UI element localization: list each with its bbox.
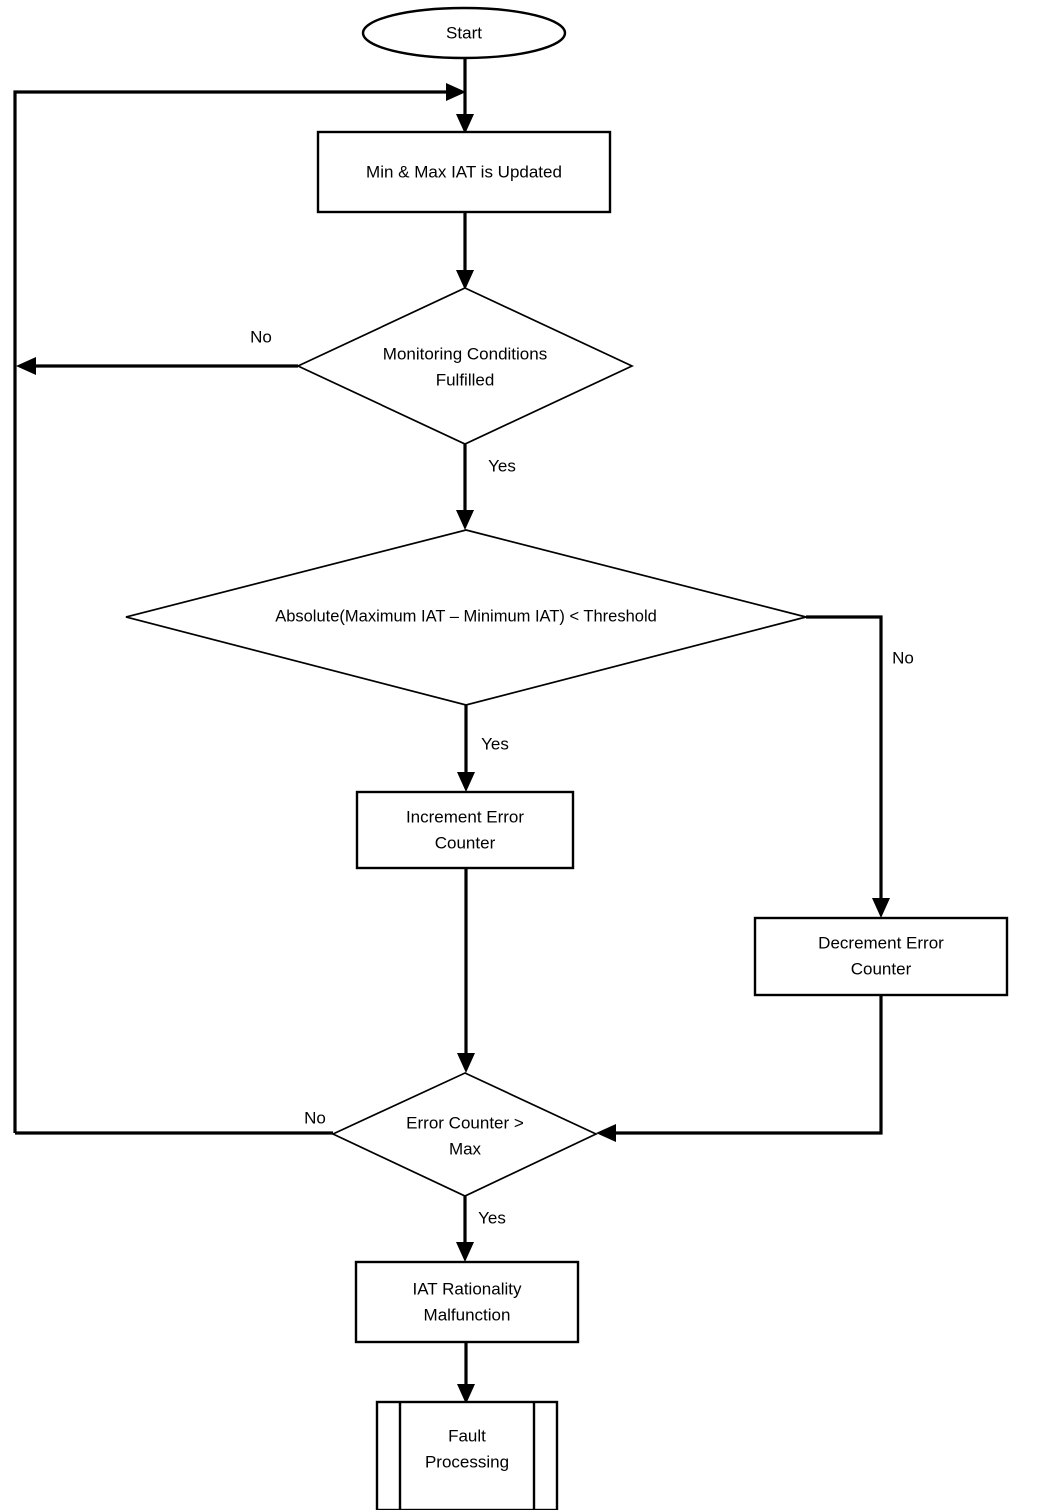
edge-label-monitoring-yes: Yes (488, 456, 516, 475)
edge-label-monitoring-no: No (250, 327, 272, 346)
edge-decrement-to-errorcounter (608, 995, 883, 1135)
node-iat-malfunction[interactable]: IAT Rationality Malfunction (354, 1260, 580, 1344)
decrement-counter-shape[interactable] (753, 916, 1009, 997)
arrowhead-into-errorcounter-right (596, 1124, 616, 1142)
node-decrement-counter[interactable]: Decrement Error Counter (753, 916, 1009, 997)
increment-counter-shape[interactable] (355, 790, 575, 870)
arrowhead-into-decrement (872, 898, 890, 918)
arrowhead-into-monitoring (456, 270, 474, 290)
node-error-counter-max[interactable]: Error Counter > Max (330, 1072, 599, 1197)
edge-loopback-rail (13, 90, 458, 1133)
edge-label-counter-yes: Yes (478, 1208, 506, 1227)
error-counter-max-label-line2: Max (449, 1139, 482, 1158)
iat-malfunction-shape[interactable] (354, 1260, 580, 1344)
node-fault-processing[interactable]: Fault Processing (375, 1400, 559, 1510)
start-terminator-shape[interactable] (361, 6, 567, 60)
node-update-minmax[interactable]: Min & Max IAT is Updated (316, 130, 612, 214)
absolute-threshold-shape[interactable] (125, 529, 807, 706)
fault-processing-label-line2: Processing (425, 1452, 509, 1471)
start-label: Start (446, 23, 482, 42)
arrowhead-into-increment (457, 772, 475, 792)
update-minmax-shape[interactable] (316, 130, 612, 214)
edge-absolute-no (806, 615, 883, 910)
connector-group (13, 58, 890, 1404)
edge-label-counter-no: No (304, 1108, 326, 1127)
monitoring-conditions-shape[interactable] (295, 287, 635, 445)
node-absolute-threshold[interactable]: Absolute(Maximum IAT – Minimum IAT) < Th… (125, 529, 807, 706)
arrowhead-into-absolute (456, 510, 474, 530)
arrowhead-into-errorcounter-top (457, 1053, 475, 1073)
arrowhead-loopback-into-main (446, 83, 466, 101)
fault-processing-label-line1: Fault (448, 1426, 486, 1445)
node-monitoring-conditions[interactable]: Monitoring Conditions Fulfilled (295, 287, 635, 445)
monitoring-conditions-label-line2: Fulfilled (436, 370, 495, 389)
iat-malfunction-label-line2: Malfunction (424, 1305, 511, 1324)
arrowhead-into-malfunction (456, 1242, 474, 1262)
increment-counter-label-line1: Increment Error (406, 807, 524, 826)
monitoring-conditions-label-line1: Monitoring Conditions (383, 344, 547, 363)
arrowhead-into-fault (457, 1384, 475, 1404)
arrowhead-into-update (456, 114, 474, 134)
edge-label-absolute-no: No (892, 648, 914, 667)
update-minmax-label: Min & Max IAT is Updated (366, 162, 562, 181)
decrement-counter-label-line2: Counter (851, 959, 912, 978)
absolute-threshold-label: Absolute(Maximum IAT – Minimum IAT) < Th… (275, 607, 657, 625)
node-increment-counter[interactable]: Increment Error Counter (355, 790, 575, 870)
increment-counter-label-line2: Counter (435, 833, 496, 852)
arrowhead-monitoring-no (16, 357, 36, 375)
fault-processing-shape[interactable] (375, 1400, 559, 1510)
error-counter-max-label-line1: Error Counter > (406, 1113, 524, 1132)
edge-label-absolute-yes: Yes (481, 734, 509, 753)
decrement-counter-label-line1: Decrement Error (818, 933, 944, 952)
node-start[interactable]: Start (361, 6, 567, 60)
edge-label-group: No Yes Yes No No Yes (250, 327, 914, 1227)
error-counter-max-shape[interactable] (330, 1072, 599, 1197)
iat-malfunction-label-line1: IAT Rationality (413, 1279, 522, 1298)
